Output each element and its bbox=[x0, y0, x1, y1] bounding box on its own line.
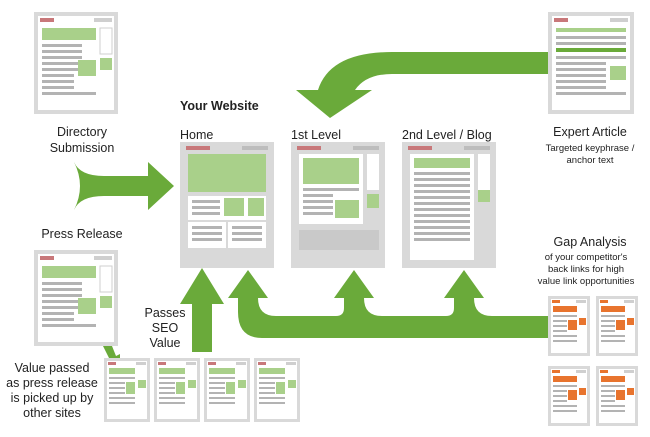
passes-seo-arrow bbox=[180, 268, 224, 352]
other-site-4 bbox=[254, 358, 300, 422]
passes-seo-label: Passes SEO Value bbox=[144, 306, 186, 350]
second-level-label: 2nd Level / Blog bbox=[402, 128, 492, 142]
expert-article-page-thumbnail bbox=[548, 12, 634, 114]
competitor-page-4 bbox=[596, 366, 638, 426]
press-release-page-thumbnail bbox=[34, 250, 118, 346]
directory-arrow bbox=[74, 162, 174, 210]
directory-page-thumbnail bbox=[34, 12, 118, 114]
second-level-page-mockup bbox=[402, 142, 496, 268]
directory-submission-label: Directory Submission bbox=[49, 125, 115, 155]
other-site-1 bbox=[104, 358, 150, 422]
home-page-mockup bbox=[180, 142, 274, 268]
other-site-3 bbox=[204, 358, 250, 422]
expert-article-note: Targeted keyphrase / anchor text bbox=[545, 143, 635, 166]
diagram-title: Your Website bbox=[180, 99, 259, 113]
value-passed-label: Value passed as press release is picked … bbox=[6, 361, 98, 420]
expert-article-arrow bbox=[296, 52, 548, 118]
other-site-2 bbox=[154, 358, 200, 422]
competitor-page-3 bbox=[548, 366, 590, 426]
expert-article-label: Expert Article bbox=[553, 125, 627, 139]
first-level-page-mockup bbox=[291, 142, 385, 268]
home-label: Home bbox=[180, 128, 214, 142]
first-level-label: 1st Level bbox=[291, 128, 342, 142]
press-release-label: Press Release bbox=[41, 227, 123, 241]
gap-analysis-label: Gap Analysis bbox=[553, 235, 627, 249]
competitor-page-2 bbox=[596, 296, 638, 356]
gap-analysis-arrow bbox=[228, 270, 548, 338]
gap-analysis-note: of your competitor's back links for high… bbox=[537, 252, 635, 287]
competitor-page-1 bbox=[548, 296, 590, 356]
